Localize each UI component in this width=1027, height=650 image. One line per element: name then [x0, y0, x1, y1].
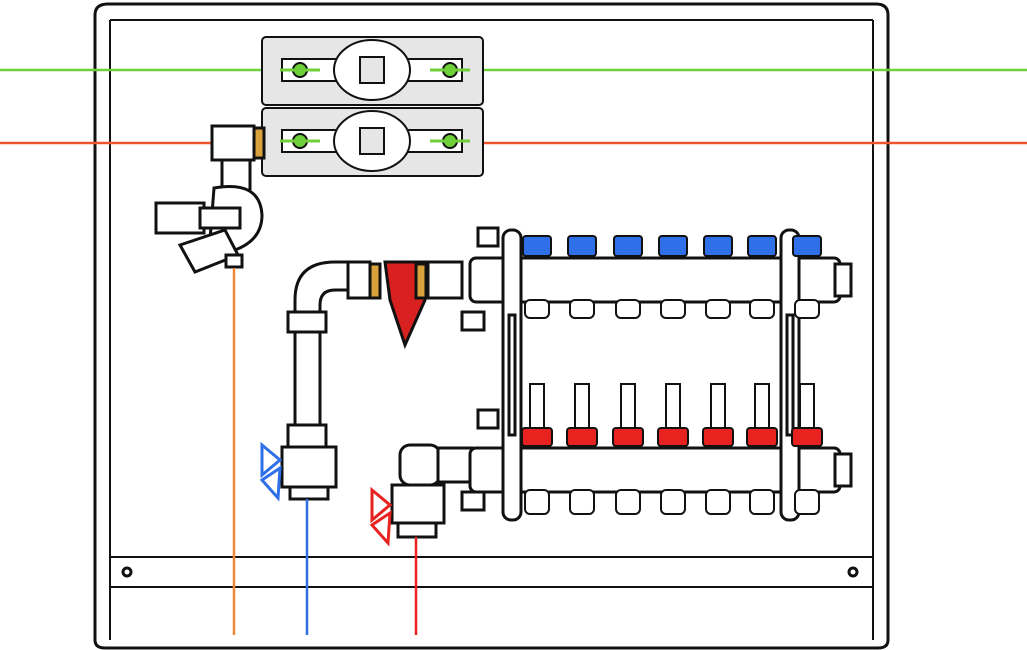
actuator-arm [198, 206, 242, 230]
flow-meter-cap-red[interactable] [746, 427, 778, 447]
return-valve-cap-blue[interactable] [747, 235, 777, 257]
bracket-slot [507, 313, 517, 437]
pump-motor [359, 56, 385, 84]
return-outlet [615, 299, 641, 319]
ball-valve-red-outlet [396, 521, 438, 539]
flow-end-cap [833, 452, 853, 488]
flow-meter-cap-red[interactable] [702, 427, 734, 447]
flow-outlet [524, 489, 550, 515]
manifold [460, 226, 853, 522]
flow-outlet [615, 489, 641, 515]
pipe-union-lower [286, 423, 328, 449]
pipe-elbow [293, 260, 352, 442]
return-outlet [749, 299, 775, 319]
outlet-4 [657, 235, 689, 515]
ball-valve-blue-outlet [288, 485, 330, 501]
outlet-2 [566, 235, 598, 515]
return-valve-cap-blue[interactable] [613, 235, 643, 257]
flow-meter[interactable] [529, 383, 545, 431]
flow-meter[interactable] [710, 383, 726, 431]
flow-outlet [705, 489, 731, 515]
bottom-rail [109, 556, 874, 588]
return-end-cap [833, 262, 853, 298]
pump-groups [261, 36, 484, 177]
return-valve-cap-blue[interactable] [567, 235, 597, 257]
return-outlet [524, 299, 550, 319]
return-valve-cap-blue[interactable] [658, 235, 688, 257]
brass-nut [368, 262, 382, 300]
ball-valve-red-body [390, 483, 446, 525]
flow-meter-cap-red[interactable] [657, 427, 689, 447]
brass-nut [252, 126, 266, 160]
return-outlet [569, 299, 595, 319]
flow-meter-cap-red[interactable] [612, 427, 644, 447]
return-outlet [705, 299, 731, 319]
tee-fitting [210, 124, 256, 162]
outlet-5 [702, 235, 734, 515]
ball-valve-red-handle[interactable] [369, 486, 393, 547]
drain-nut [224, 253, 244, 269]
return-outlet [660, 299, 686, 319]
flow-meter-cap-red[interactable] [791, 427, 823, 447]
ball-valve-blue-body [280, 445, 338, 489]
flow-outlet [749, 489, 775, 515]
bracket-slot [785, 313, 795, 437]
brass-nut [414, 262, 428, 300]
flow-meter[interactable] [754, 383, 770, 431]
flow-outlet [569, 489, 595, 515]
manifold-bars [460, 226, 853, 522]
actuator-body [154, 201, 206, 235]
pipe-union [286, 310, 328, 334]
drain-valve-top[interactable] [460, 310, 486, 332]
pump-motor [359, 127, 385, 155]
flow-meter[interactable] [620, 383, 636, 431]
flow-meter[interactable] [799, 383, 815, 431]
cabinet [93, 2, 890, 650]
return-valve-cap-blue[interactable] [792, 235, 822, 257]
outlet-3 [612, 235, 644, 515]
air-vent-top[interactable] [476, 226, 500, 248]
return-valve-cap-blue[interactable] [522, 235, 552, 257]
return-valve-cap-blue[interactable] [703, 235, 733, 257]
flow-meter[interactable] [665, 383, 681, 431]
manifold-coupling-top [426, 260, 464, 300]
return-elbow [398, 443, 442, 487]
manifold-coupling-bottom [436, 446, 474, 484]
flow-outlet [794, 489, 820, 515]
rail-screw-right [847, 566, 859, 578]
outlet-7 [791, 235, 823, 515]
outlet-6 [746, 235, 778, 515]
flow-meter-cap-red[interactable] [521, 427, 553, 447]
return-outlet [794, 299, 820, 319]
mixing-valve-assembly [154, 124, 266, 274]
drain-valve-bottom[interactable] [460, 490, 486, 512]
filter-coupling [346, 260, 372, 300]
feed-pipe [280, 260, 474, 539]
cabinet-outline [93, 2, 890, 650]
outlet-1 [521, 235, 553, 515]
flow-meter-cap-red[interactable] [566, 427, 598, 447]
pump-group-1 [261, 36, 484, 106]
flow-meter[interactable] [574, 383, 590, 431]
pump-group-2 [261, 107, 484, 177]
air-vent-bottom[interactable] [476, 408, 500, 430]
flow-outlet [660, 489, 686, 515]
rail-screw-left [121, 566, 133, 578]
ball-valve-blue-handle[interactable] [259, 441, 283, 502]
